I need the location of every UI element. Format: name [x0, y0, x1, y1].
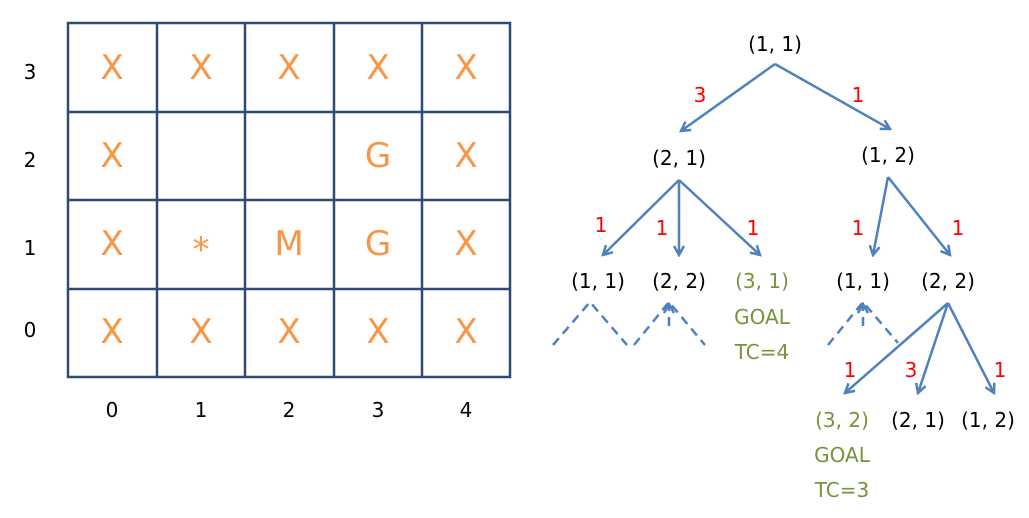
- edge-weight: 1: [844, 358, 857, 382]
- y-label: 3: [24, 60, 37, 84]
- grid-cell: X: [189, 48, 212, 88]
- tree-node: (2, 1): [652, 146, 706, 170]
- tree-node-goal: (3, 2): [815, 408, 869, 432]
- y-label: 0: [24, 318, 37, 342]
- x-label: 1: [195, 398, 208, 422]
- grid-cell: X: [100, 48, 123, 88]
- grid-cell: X: [454, 312, 477, 352]
- edge-weight: 1: [747, 216, 760, 240]
- edge-weight: 1: [595, 213, 608, 237]
- edge-weight: 1: [994, 358, 1007, 382]
- grid-cell: G: [365, 136, 391, 176]
- edge-weight: 1: [656, 216, 669, 240]
- edge: [918, 302, 950, 393]
- dashed-subtree: [552, 300, 628, 346]
- edge: [678, 179, 760, 255]
- edge-weight: 1: [852, 83, 865, 107]
- tree-node: (1, 1): [836, 269, 890, 293]
- grid-cell: X: [100, 136, 123, 176]
- edge-weight: 1: [952, 216, 965, 240]
- tree-node-goal: (3, 1): [735, 269, 789, 293]
- edge-weight: 1: [852, 216, 865, 240]
- x-label: 2: [283, 398, 296, 422]
- grid-cell: X: [366, 48, 389, 88]
- grid-cell: *: [193, 230, 210, 270]
- grid-cell: X: [366, 312, 389, 352]
- tree-node: (1, 2): [961, 408, 1015, 432]
- dashed-subtree: [827, 300, 899, 346]
- goal-label: GOAL: [734, 305, 791, 329]
- x-label: 0: [106, 398, 119, 422]
- grid-cell: X: [454, 224, 477, 264]
- edge: [946, 302, 994, 393]
- tree-node: (1, 2): [861, 143, 915, 167]
- x-label: 4: [460, 398, 473, 422]
- tree-node: (1, 1): [571, 269, 625, 293]
- grid-cell: M: [274, 224, 303, 264]
- grid-cell: X: [100, 312, 123, 352]
- grid-cell: X: [454, 136, 477, 176]
- total-cost: TC=3: [814, 478, 870, 502]
- grid-cell: X: [454, 48, 477, 88]
- grid-cell: X: [189, 312, 212, 352]
- y-label: 2: [24, 148, 37, 172]
- edge: [873, 176, 890, 255]
- search-tree-edges: [552, 62, 994, 393]
- tree-node: (2, 2): [652, 269, 706, 293]
- grid-cell: G: [365, 224, 391, 264]
- tree-node: (2, 2): [921, 269, 975, 293]
- edge: [887, 176, 950, 255]
- edge: [603, 179, 680, 255]
- dashed-subtree: [633, 300, 706, 346]
- search-tree-nodes: (1, 1) (2, 1) (1, 2) (1, 1) (2, 2) (3, 1…: [571, 32, 1015, 502]
- edge: [681, 62, 776, 131]
- y-label: 1: [24, 236, 37, 260]
- x-label: 3: [372, 398, 385, 422]
- tree-node: (2, 1): [891, 408, 945, 432]
- edge-weight: 3: [905, 358, 918, 382]
- grid-cell: X: [277, 48, 300, 88]
- grid-cell: X: [100, 224, 123, 264]
- edge: [845, 302, 949, 393]
- edge-weights: 3 1 1 1 1 1 1 1 3 1: [595, 83, 1007, 382]
- total-cost: TC=4: [734, 340, 790, 364]
- goal-label: GOAL: [814, 443, 871, 467]
- grid-cell: X: [277, 312, 300, 352]
- tree-node-root: (1, 1): [748, 32, 802, 56]
- edge-weight: 3: [694, 83, 707, 107]
- edge: [774, 62, 890, 129]
- grid-world: X X X X X X G X X * M G X X X X X X 3 2 1 0 0 1 2 3 4: [24, 21, 512, 422]
